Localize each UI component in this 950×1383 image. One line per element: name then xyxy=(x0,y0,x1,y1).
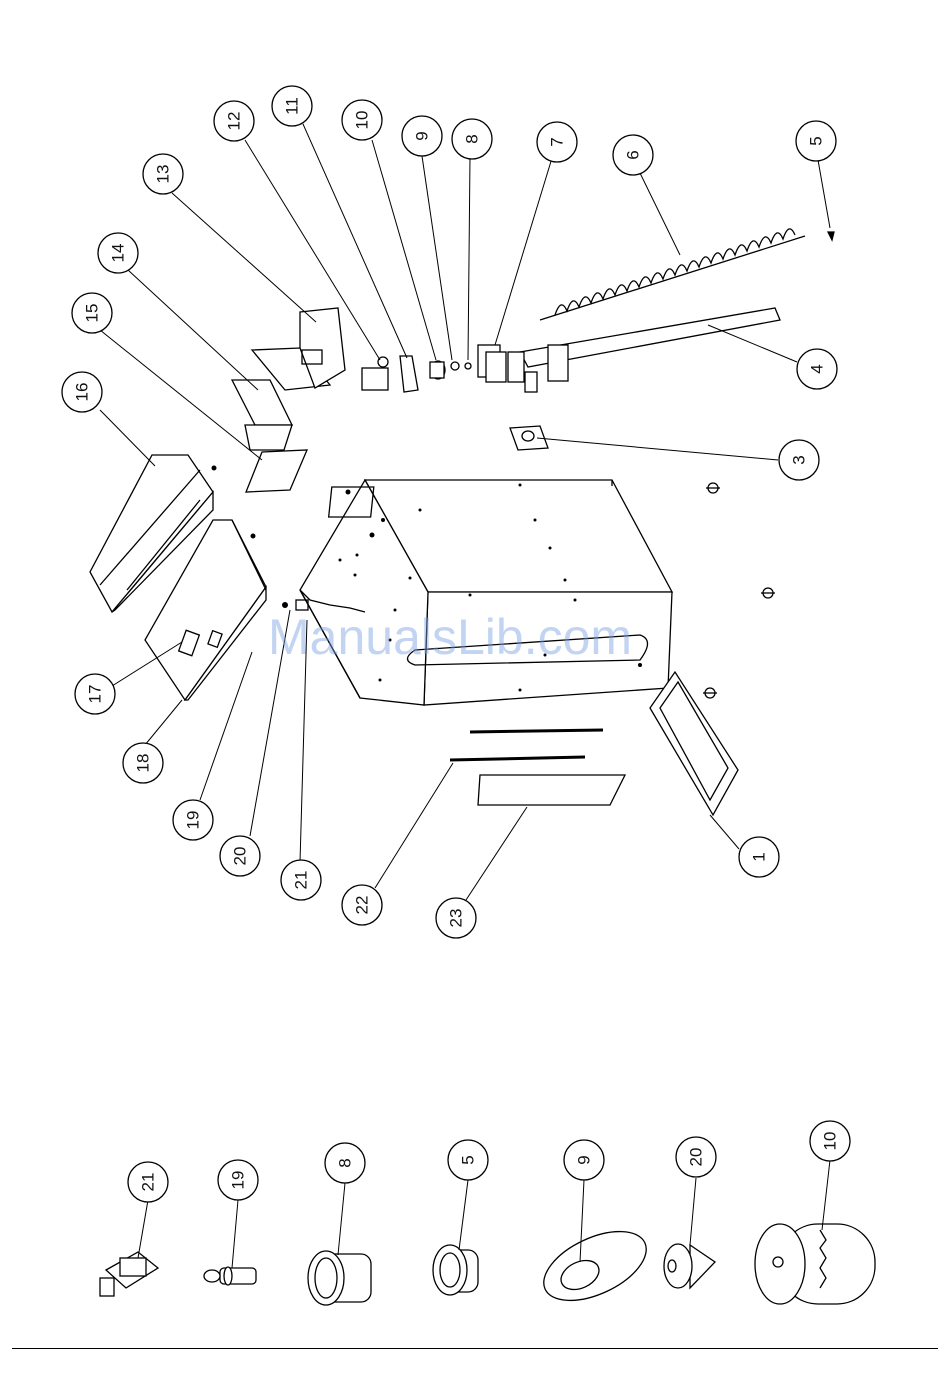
detail-10-coupler xyxy=(755,1224,875,1304)
callout-5: 5 xyxy=(796,121,836,161)
part-15-plate xyxy=(246,450,307,492)
callout-11: 11 xyxy=(272,86,312,126)
detail-8-bushing xyxy=(308,1251,371,1305)
detail-callout-10: 10 xyxy=(810,1121,850,1161)
detail-callout-9-label: 9 xyxy=(575,1155,594,1164)
detail-20-cap xyxy=(664,1244,715,1288)
callout-13-label: 13 xyxy=(154,165,173,184)
detail-21-latch xyxy=(100,1252,158,1296)
callout-17-label: 17 xyxy=(86,685,105,704)
detail-19-pin xyxy=(204,1267,256,1285)
callout-14-label: 14 xyxy=(109,244,128,263)
cabinet-body xyxy=(212,466,673,706)
callout-16-label: 16 xyxy=(73,383,92,402)
callout-8: 8 xyxy=(452,119,492,159)
detail-callout-10-label: 10 xyxy=(821,1132,840,1151)
callouts-detail: 21 19 8 5 9 20 10 xyxy=(128,1121,850,1202)
callout-7-label: 7 xyxy=(548,137,567,146)
callout-19-label: 19 xyxy=(184,811,203,830)
callout-9: 9 xyxy=(402,116,442,156)
callout-18-label: 18 xyxy=(134,754,153,773)
callout-21-label: 21 xyxy=(292,871,311,890)
detail-5-bushing xyxy=(433,1245,478,1295)
callout-9-label: 9 xyxy=(413,131,432,140)
callout-22: 22 xyxy=(342,885,382,925)
detail-callout-5-label: 5 xyxy=(459,1155,478,1164)
part-23-bottom-plate xyxy=(478,775,625,805)
callout-6-label: 6 xyxy=(624,150,643,159)
bottom-rule xyxy=(12,1348,938,1349)
screw-right-1 xyxy=(706,483,720,493)
part-7-bracket xyxy=(478,345,506,382)
screw-right-2 xyxy=(761,588,775,598)
callout-23: 23 xyxy=(436,898,476,938)
callout-4: 4 xyxy=(797,349,837,389)
callout-13: 13 xyxy=(143,154,183,194)
detail-callout-8-label: 8 xyxy=(336,1158,355,1167)
callout-5-label: 5 xyxy=(807,136,826,145)
callout-10-label: 10 xyxy=(353,111,372,130)
part-10-coupler xyxy=(430,361,445,379)
callout-23-label: 23 xyxy=(447,909,466,928)
part-1-door-frame xyxy=(650,672,738,815)
callout-14: 14 xyxy=(98,233,138,273)
part-6-auger-screw xyxy=(540,229,805,320)
callout-20: 20 xyxy=(220,836,260,876)
callout-1: 1 xyxy=(739,837,779,877)
callout-17: 17 xyxy=(75,674,115,714)
callout-18: 18 xyxy=(123,743,163,783)
detail-9-ring xyxy=(533,1217,656,1314)
part-11-plate xyxy=(400,356,418,392)
callout-1-label: 1 xyxy=(750,852,769,861)
callout-16: 16 xyxy=(62,372,102,412)
detail-callout-9: 9 xyxy=(564,1140,604,1180)
detail-callout-5: 5 xyxy=(448,1140,488,1180)
detail-callout-21-label: 21 xyxy=(139,1173,158,1192)
callout-12-label: 12 xyxy=(225,112,244,131)
callout-3: 3 xyxy=(779,440,819,480)
callout-19: 19 xyxy=(173,800,213,840)
detail-callout-8: 8 xyxy=(325,1143,365,1183)
part-22-rails xyxy=(450,730,603,760)
part-9-ring xyxy=(451,362,459,370)
callout-20-label: 20 xyxy=(231,847,250,866)
callout-3-label: 3 xyxy=(790,455,809,464)
detail-callout-19-label: 19 xyxy=(229,1171,248,1190)
callout-6: 6 xyxy=(613,135,653,175)
callout-22-label: 22 xyxy=(353,896,372,915)
callout-15-label: 15 xyxy=(83,304,102,323)
watermark-text: ManualsLib.com xyxy=(268,608,632,666)
callout-4-label: 4 xyxy=(808,364,827,373)
callout-21: 21 xyxy=(281,860,321,900)
part-4-auger-tube xyxy=(508,308,780,392)
part-14-bracket xyxy=(232,380,292,450)
part-8-bushing xyxy=(465,363,471,369)
part-5-end-bushing xyxy=(828,232,834,240)
callout-11-label: 11 xyxy=(283,97,302,115)
screw-right-3 xyxy=(703,688,717,698)
part-12-motor xyxy=(362,357,388,390)
detail-callout-19: 19 xyxy=(218,1160,258,1200)
detail-callout-20: 20 xyxy=(676,1137,716,1177)
callout-12: 12 xyxy=(214,101,254,141)
part-13-motor-mount xyxy=(252,308,345,390)
callout-15: 15 xyxy=(72,293,112,333)
callout-8-label: 8 xyxy=(463,134,482,143)
callout-7: 7 xyxy=(537,122,577,162)
detail-callout-21: 21 xyxy=(128,1162,168,1202)
detail-callout-20-label: 20 xyxy=(687,1148,706,1167)
callout-10: 10 xyxy=(342,100,382,140)
